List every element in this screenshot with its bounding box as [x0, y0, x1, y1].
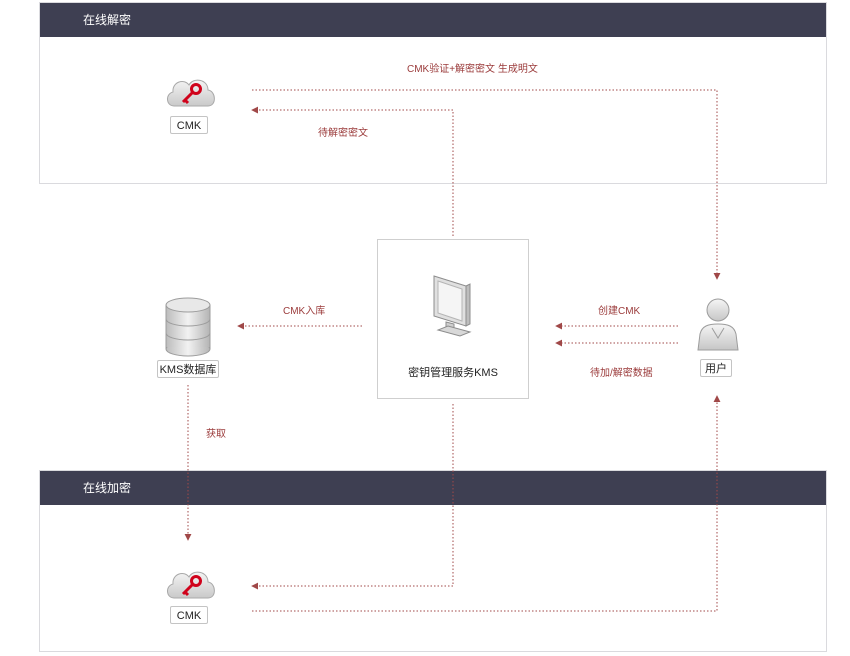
- cloud-key-icon: [167, 79, 215, 107]
- kms-service-label: 密钥管理服务KMS: [408, 367, 498, 379]
- monitor-icon: [433, 275, 472, 337]
- cmk-top-label: CMK: [170, 116, 208, 134]
- edge-label-verify-decrypt: CMK验证+解密密文 生成明文: [407, 64, 538, 75]
- edge-label-fetch: 获取: [206, 429, 226, 440]
- edge-kms-to-cmk: [251, 404, 454, 590]
- kms-db-label: KMS数据库: [157, 360, 219, 378]
- cloud-key-icon: [167, 571, 215, 599]
- section-title-encrypt: 在线加密: [40, 471, 826, 505]
- user-label: 用户: [700, 359, 732, 377]
- edge-label-create-cmk: 创建CMK: [598, 306, 641, 317]
- cmk-bottom-label: CMK: [170, 606, 208, 624]
- edge-label-data: 待加/解密数据: [590, 368, 653, 379]
- section-title-decrypt: 在线解密: [40, 3, 826, 37]
- user-icon: [697, 298, 739, 351]
- edge-to-decrypt: [251, 106, 454, 236]
- edge-cmk-to-user: [252, 395, 721, 612]
- edge-label-cmk-store: CMK入库: [283, 306, 326, 317]
- database-icon: [165, 297, 211, 357]
- edge-verify-decrypt: [252, 89, 721, 280]
- edge-label-to-decrypt: 待解密密文: [318, 128, 368, 139]
